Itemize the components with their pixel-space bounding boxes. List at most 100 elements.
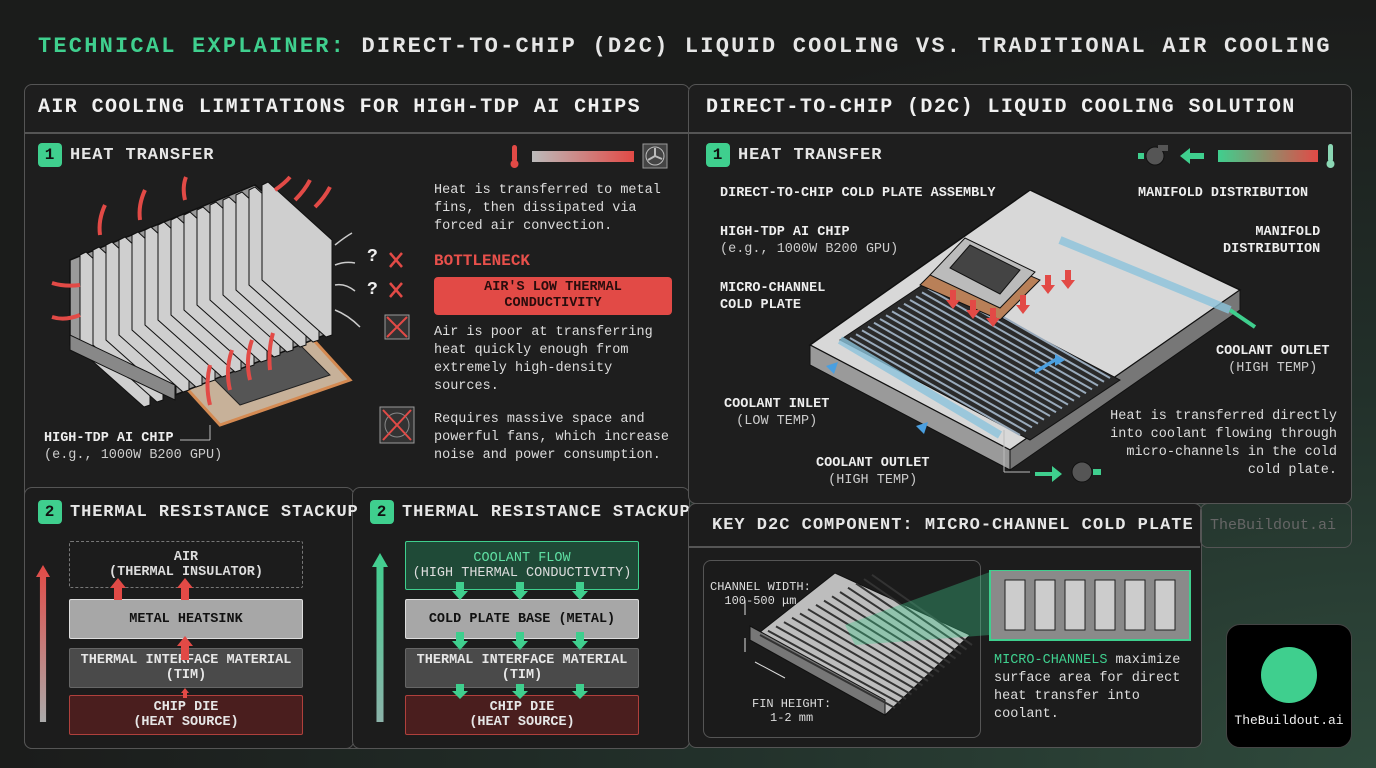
logo-circle (1261, 647, 1317, 703)
arrow-left-icon (1180, 148, 1204, 164)
channel (863, 578, 968, 651)
channel (867, 325, 1039, 425)
divider (688, 132, 1352, 134)
channel (891, 310, 1063, 410)
stack-layer-chip-die: CHIP DIE(HEAT SOURCE) (405, 695, 639, 735)
stack-layer-coolant: COOLANT FLOW(HIGH THERMAL CONDUCTIVITY) (405, 541, 639, 590)
layer-note: (HIGH THERMAL CONDUCTIVITY) (412, 565, 632, 581)
layer-name: THERMAL INTERFACE MATERIAL (80, 653, 292, 668)
cold-plate-label: MICRO-CHANNEL COLD PLATE (720, 280, 825, 314)
channel (861, 329, 1033, 429)
micro-channel-illustration (744, 570, 1191, 716)
layer-name: THERMAL INTERFACE MATERIAL (416, 653, 628, 668)
channel-width-label: CHANNEL WIDTH:100-500 μm (710, 580, 811, 608)
label-line: COLD PLATE (720, 298, 802, 313)
heat-arrows (51, 175, 332, 406)
bottleneck-box: AIR'S LOW THERMAL CONDUCTIVITY (434, 277, 672, 315)
pump-icon (1071, 461, 1101, 483)
label-line: (HIGH TEMP) (828, 473, 918, 488)
title-prefix: TECHNICAL EXPLAINER: (38, 34, 347, 59)
step-badge: 1 (706, 143, 730, 167)
layer-name: CHIP DIE (153, 700, 219, 715)
coolant-flow-arrows (452, 582, 588, 699)
coolant-temperature-legend (1138, 144, 1335, 168)
heat-transfer-description: Heat is transferred to metal fins, then … (434, 183, 661, 234)
chip-label: HIGH-TDP AI CHIP (720, 225, 850, 240)
liquid-heat-transfer-heading: 1 HEAT TRANSFER (706, 143, 882, 167)
chip-die (949, 244, 1021, 295)
channel (759, 634, 896, 709)
thermometer-icon (1326, 144, 1335, 168)
stack-layer-tim: THERMAL INTERFACE MATERIAL(TIM) (405, 648, 639, 688)
channel (927, 287, 1099, 387)
assembly-label: DIRECT-TO-CHIP COLD PLATE ASSEMBLY (720, 186, 996, 201)
step-badge: 2 (38, 500, 62, 524)
channel (849, 337, 1021, 436)
label-line: DISTRIBUTION (1223, 242, 1321, 257)
cold-plate-illustration (805, 190, 1257, 483)
fan-icon (642, 143, 668, 169)
label-line: COOLANT OUTLET (816, 456, 930, 471)
label-line: COOLANT OUTLET (1216, 344, 1330, 359)
crossed-fan-icon (379, 406, 415, 444)
channel-fin (1004, 579, 1026, 631)
channel-fin (1154, 579, 1176, 631)
label-line: CHANNEL WIDTH: (710, 580, 811, 594)
divider (24, 132, 688, 134)
layer-note: (HEAT SOURCE) (469, 715, 575, 730)
fans-description: Requires massive space and powerful fans… (434, 412, 669, 463)
heat-arrows (946, 270, 1075, 327)
channel (879, 318, 1051, 417)
label-line: MANIFOLD (1255, 225, 1321, 240)
divider (688, 546, 1200, 548)
watermark-box (1200, 503, 1352, 548)
chip-sublabel: (e.g., 1000W B200 GPU) (720, 242, 899, 257)
channel-fin (1094, 579, 1116, 631)
component-title: KEY D2C COMPONENT: MICRO-CHANNEL COLD PL… (712, 516, 1194, 535)
logo-text: TheBuildout.ai (1234, 713, 1344, 728)
title-main: DIRECT-TO-CHIP (D2C) LIQUID COOLING VS. … (361, 34, 1332, 59)
step-badge: 2 (370, 500, 394, 524)
bottleneck-label: BOTTLENECK (434, 252, 531, 270)
section-title: THERMAL RESISTANCE STACKUP (70, 502, 359, 522)
channel (915, 295, 1087, 395)
zoom-highlight (845, 572, 990, 645)
channel (775, 625, 907, 700)
section-title: HEAT TRANSFER (738, 145, 883, 165)
channel (783, 621, 912, 696)
inlet-manifold (837, 336, 1003, 439)
outlet-manifold (1058, 236, 1232, 314)
layer-note: (TIM) (501, 668, 543, 683)
channel (871, 573, 973, 646)
pump-icon (1138, 145, 1168, 166)
channel (909, 299, 1081, 398)
manifold-label-2: MANIFOLD DISTRIBUTION (1223, 224, 1320, 258)
highlight-term: MICRO-CHANNELS (994, 653, 1108, 668)
question-mark: ? (367, 247, 378, 267)
manifold-label: MANIFOLD DISTRIBUTION (1138, 186, 1309, 201)
chip-label: HIGH-TDP AI CHIP (44, 431, 174, 446)
air-panel-header: AIR COOLING LIMITATIONS FOR HIGH-TDP AI … (38, 96, 642, 119)
channel (873, 321, 1045, 421)
layer-name: METAL HEATSINK (129, 611, 243, 627)
coolant-inlet-label: COOLANT INLET(LOW TEMP) (724, 396, 829, 430)
layer-note: (THERMAL INSULATOR) (109, 564, 263, 580)
air-stackup-heading: 2 THERMAL RESISTANCE STACKUP (38, 500, 359, 524)
label-line: MICRO-CHANNEL (720, 281, 826, 296)
page-title: TECHNICAL EXPLAINER: DIRECT-TO-CHIP (D2C… (38, 34, 1332, 59)
heat-flow-arrows (110, 578, 193, 698)
outlet-arrow (1228, 308, 1257, 329)
channel (767, 629, 901, 705)
question-mark: ? (367, 280, 378, 300)
label-line: FIN HEIGHT: (752, 697, 832, 711)
channel (815, 604, 935, 678)
channel (799, 612, 924, 687)
watermark: TheBuildout.ai (1210, 517, 1337, 534)
channel (807, 608, 929, 682)
stack-layer-chip-die: CHIP DIE(HEAT SOURCE) (69, 695, 303, 735)
channel (831, 595, 946, 669)
heatsink-fins (79, 181, 333, 408)
layer-name: COOLANT FLOW (473, 550, 571, 566)
channel-fin (1064, 579, 1086, 631)
channel (847, 586, 957, 660)
